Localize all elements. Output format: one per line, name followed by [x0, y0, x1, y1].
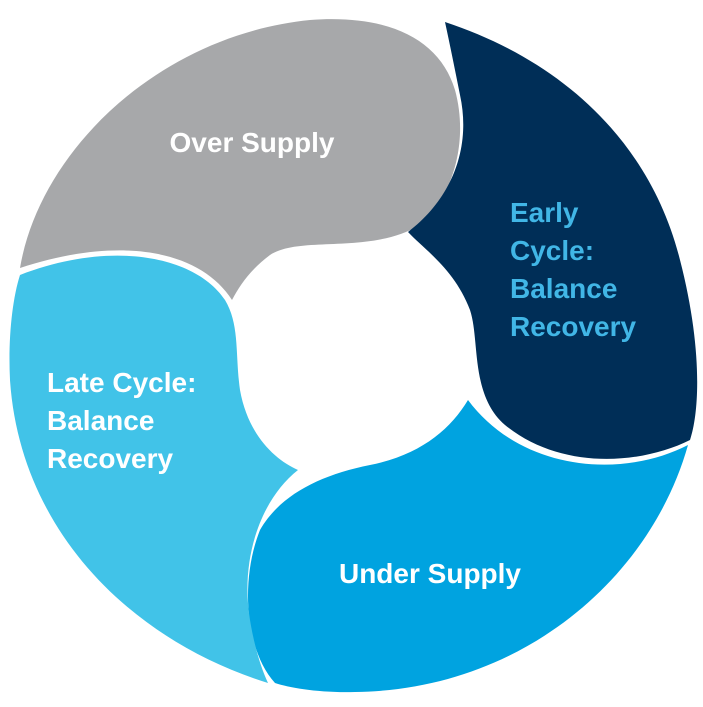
label-line: Late Cycle: [47, 367, 196, 398]
segment-under-supply [248, 400, 688, 693]
label-line: Under Supply [339, 558, 521, 589]
label-line: Cycle: [510, 235, 594, 266]
segment-early-cycle [408, 22, 698, 459]
label-over-supply: Over Supply [170, 127, 335, 158]
label-line: Balance [510, 273, 617, 304]
segment-over-supply [20, 19, 461, 301]
label-line: Balance [47, 405, 154, 436]
label-line: Over Supply [170, 127, 335, 158]
segment-late-cycle [9, 255, 299, 683]
label-line: Recovery [47, 443, 174, 474]
label-line: Recovery [510, 311, 637, 342]
label-line: Early [510, 197, 579, 228]
label-under-supply: Under Supply [339, 558, 521, 589]
